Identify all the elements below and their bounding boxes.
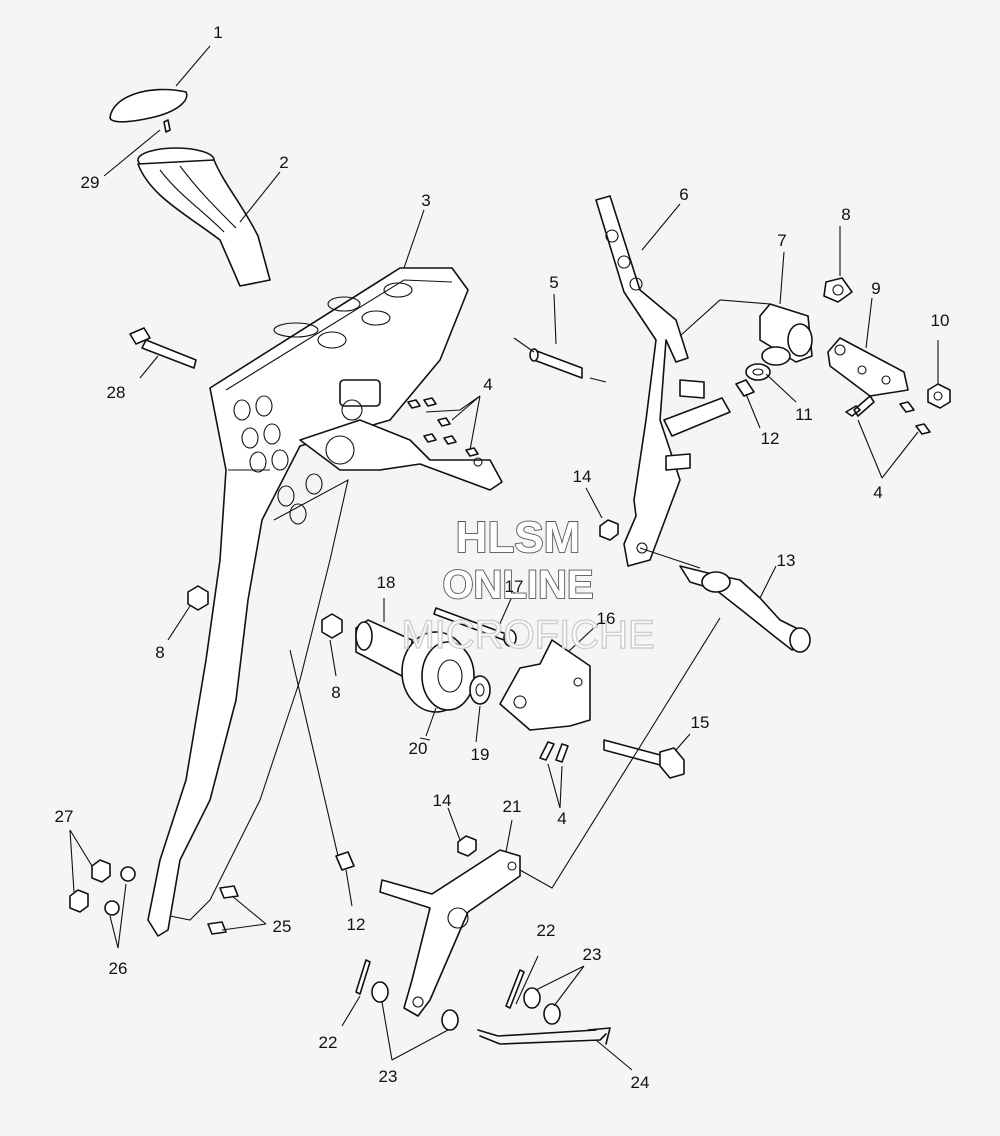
callout-12-bottom: 12 [347,915,366,934]
part-star-washers-26 [104,866,136,916]
part-nut-10 [927,383,951,409]
callout-23-right: 23 [583,945,602,964]
callout-3: 3 [421,191,430,210]
part-screws-4 [407,395,931,763]
part-cotter-pin-22b [505,969,525,1009]
part-shift-knob [137,147,271,287]
callout-25: 25 [273,917,292,936]
callout-18: 18 [377,573,396,592]
callout-10: 10 [931,311,950,330]
callout-26: 26 [109,959,128,978]
part-knob-cap [109,88,188,123]
part-pin [163,119,171,133]
part-rod-24 [477,1027,611,1045]
part-nut-14a [599,519,619,541]
callout-1: 1 [213,23,222,42]
watermark-line1: HLSM [456,513,581,562]
watermark-line3: MICROFICHE [401,613,654,657]
part-clip-12a [735,379,755,397]
callout-14-bottom: 14 [433,791,452,810]
part-bolt-28 [129,327,197,369]
callout-20: 20 [409,739,428,758]
leader-lines [69,45,939,1071]
part-bushing-7 [679,299,813,366]
part-bracket-16 [499,639,591,731]
callout-4-right: 4 [873,483,882,502]
part-flange-nut-8b [321,613,343,639]
callout-27: 27 [55,807,74,826]
callout-14-top: 14 [573,467,592,486]
callout-8-left: 8 [155,643,164,662]
part-spacer-5 [513,337,607,383]
part-shift-arm [595,195,731,567]
watermark: HLSM ONLINE MICROFICHE [401,512,656,658]
callout-labels: 1 29 2 3 28 4 5 6 7 8 9 10 11 12 4 14 13… [55,23,950,1092]
callout-9: 9 [871,279,880,298]
callout-4-top: 4 [483,375,492,394]
callout-28: 28 [107,383,126,402]
callout-5: 5 [549,273,558,292]
callout-2: 2 [279,153,288,172]
part-nut-14b [457,835,477,857]
callout-12-top: 12 [761,429,780,448]
callout-23-left: 23 [379,1067,398,1086]
part-washer-11 [745,363,771,381]
part-cotter-pin-22a [355,959,371,995]
watermark-line2: ONLINE [442,563,593,607]
callout-19: 19 [471,745,490,764]
part-pulley-20 [401,631,475,713]
callout-11: 11 [795,405,813,424]
callout-22-left: 22 [319,1033,338,1052]
callout-7: 7 [777,231,786,250]
callout-22-right: 22 [537,921,556,940]
callout-8-mid: 8 [331,683,340,702]
callout-4-bottom: 4 [557,809,566,828]
part-bolt-15 [603,739,685,779]
part-pin-17 [433,607,517,647]
callout-6: 6 [679,185,688,204]
part-lever-bracket [147,267,503,937]
callout-29: 29 [81,173,100,192]
callout-24: 24 [631,1073,650,1092]
part-pivot-arm-21 [379,617,721,1017]
part-flange-nut-8a [823,277,853,303]
part-nuts-27 [69,859,111,913]
part-ball-joint-13 [639,547,811,653]
callout-13: 13 [777,551,796,570]
part-bracket-9 [827,337,909,397]
part-washer-19 [469,675,491,705]
part-bolts-25 [207,885,239,935]
callout-21: 21 [503,797,522,816]
callout-16: 16 [597,609,616,628]
callout-15: 15 [691,713,710,732]
part-clip-12b [289,649,355,871]
callout-8-top: 8 [841,205,850,224]
part-washer-23 [371,981,561,1031]
callout-17: 17 [505,577,524,596]
part-flange-nut-8c [187,585,209,611]
